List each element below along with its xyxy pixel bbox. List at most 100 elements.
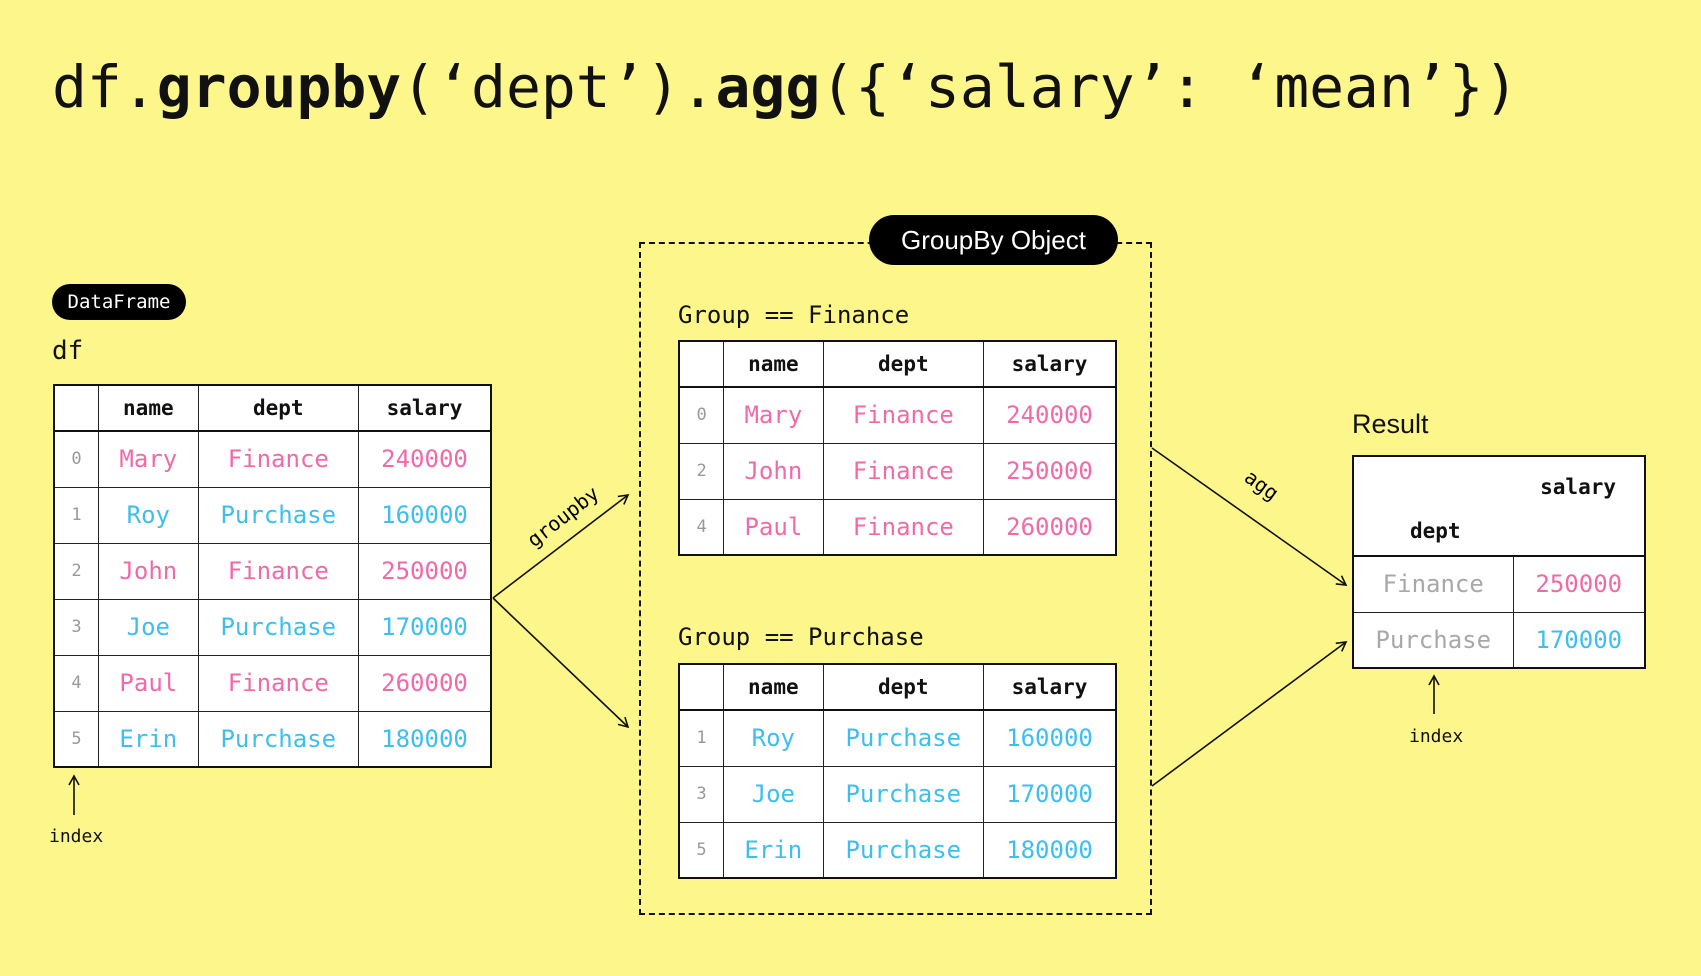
row-index: 2 — [53, 542, 100, 600]
result-table: salary dept Finance 250000 Purchase 1700… — [1352, 455, 1646, 669]
table-row: 4 Paul Finance 260000 — [678, 498, 1117, 556]
table-row: 2 John Finance 250000 — [678, 442, 1117, 500]
table-row: 0 Mary Finance 240000 — [53, 430, 492, 488]
table-row: 1 Roy Purchase 160000 — [53, 486, 492, 544]
table-row: 5 Erin Purchase 180000 — [53, 710, 492, 768]
agg-arrow-label: agg — [1240, 465, 1283, 506]
row-index: 5 — [53, 710, 100, 768]
cell-salary: 170000 — [983, 765, 1117, 823]
result-title: Result — [1352, 409, 1429, 439]
cell-dept: Finance — [822, 386, 984, 444]
column-header: name — [98, 384, 199, 432]
agg-arrow-bottom — [1151, 641, 1348, 787]
row-index: 1 — [678, 709, 725, 767]
table-row: 5 Erin Purchase 180000 — [678, 821, 1117, 879]
agg-arrow-top — [1151, 447, 1348, 586]
column-header: name — [723, 340, 824, 388]
cell-dept: Purchase — [197, 598, 360, 656]
groupby-object-badge: GroupBy Object — [869, 215, 1118, 265]
cell-name: John — [723, 442, 824, 500]
cell-name: Mary — [723, 386, 824, 444]
column-header: salary — [982, 340, 1117, 388]
table-header-row: name dept salary — [53, 384, 492, 432]
groupby-arrow-down — [492, 597, 630, 729]
result-header: salary dept — [1353, 456, 1645, 557]
title-part: df. — [52, 53, 157, 121]
cell-salary: 160000 — [983, 709, 1117, 767]
title-agg: agg — [715, 53, 821, 121]
group-purchase-label: Group == Purchase — [678, 623, 924, 651]
cell-salary: 180000 — [983, 821, 1117, 879]
cell-dept: Purchase — [822, 821, 985, 879]
cell-name: Paul — [98, 654, 199, 712]
column-header: salary — [983, 663, 1117, 711]
cell-name: John — [98, 542, 199, 600]
title-groupby: groupby — [156, 53, 402, 121]
column-header: salary — [1540, 475, 1616, 499]
dataframe-table: name dept salary 0 Mary Finance 240000 1… — [53, 384, 492, 768]
index-header — [678, 340, 725, 388]
cell-dept: Finance — [822, 498, 984, 556]
cell-salary: 240000 — [358, 430, 492, 488]
code-title: df.groupby(‘dept’).agg({‘salary’: ‘mean’… — [52, 58, 1519, 116]
cell-dept-index: Finance — [1352, 555, 1514, 613]
df-variable-name: df — [52, 336, 84, 366]
row-index: 2 — [678, 442, 725, 500]
purchase-group-table: name dept salary 1 Roy Purchase 160000 3… — [678, 663, 1117, 879]
column-header: name — [723, 663, 824, 711]
column-header: dept — [822, 340, 984, 388]
cell-salary: 180000 — [358, 710, 492, 768]
finance-group-table: name dept salary 0 Mary Finance 240000 2… — [678, 340, 1117, 556]
column-header: salary — [358, 384, 492, 432]
table-row: 1 Roy Purchase 160000 — [678, 709, 1117, 767]
cell-name: Roy — [98, 486, 199, 544]
table-row: 3 Joe Purchase 170000 — [53, 598, 492, 656]
cell-salary: 260000 — [358, 654, 492, 712]
title-part: ({‘salary’: ‘mean’}) — [820, 53, 1519, 121]
cell-dept: Finance — [197, 654, 360, 712]
table-row: Finance 250000 — [1352, 555, 1646, 613]
cell-name: Joe — [98, 598, 199, 656]
table-row: 4 Paul Finance 260000 — [53, 654, 492, 712]
cell-dept: Finance — [197, 430, 360, 488]
row-index: 4 — [678, 498, 725, 556]
group-finance-label: Group == Finance — [678, 301, 910, 329]
cell-name: Erin — [98, 710, 199, 768]
cell-dept: Finance — [822, 442, 984, 500]
table-header-row: name dept salary — [678, 340, 1117, 388]
index-label: index — [1409, 726, 1464, 747]
row-index: 5 — [678, 821, 725, 879]
row-index: 3 — [678, 765, 725, 823]
cell-name: Joe — [723, 765, 824, 823]
cell-salary: 250000 — [358, 542, 492, 600]
groupby-arrow-up — [492, 494, 630, 599]
dataframe-badge: DataFrame — [52, 284, 186, 320]
cell-name: Mary — [98, 430, 199, 488]
cell-salary: 170000 — [1512, 611, 1646, 669]
cell-dept: Purchase — [197, 486, 360, 544]
table-header-row: salary dept — [1353, 456, 1645, 557]
index-label: index — [49, 826, 104, 847]
table-row: 3 Joe Purchase 170000 — [678, 765, 1117, 823]
column-header: dept — [197, 384, 360, 432]
groupby-arrow-label: groupby — [522, 481, 603, 552]
row-index: 0 — [678, 386, 725, 444]
column-header: dept — [822, 663, 985, 711]
cell-dept-index: Purchase — [1352, 611, 1514, 669]
cell-salary: 240000 — [982, 386, 1117, 444]
cell-name: Paul — [723, 498, 824, 556]
index-header — [678, 663, 725, 711]
table-header-row: name dept salary — [678, 663, 1117, 711]
cell-dept: Purchase — [822, 765, 985, 823]
cell-name: Roy — [723, 709, 824, 767]
table-row: 0 Mary Finance 240000 — [678, 386, 1117, 444]
cell-dept: Purchase — [822, 709, 985, 767]
index-header — [53, 384, 100, 432]
cell-salary: 250000 — [982, 442, 1117, 500]
title-part: (‘dept’). — [401, 53, 716, 121]
cell-name: Erin — [723, 821, 824, 879]
cell-salary: 260000 — [982, 498, 1117, 556]
table-row: Purchase 170000 — [1352, 611, 1646, 669]
cell-salary: 160000 — [358, 486, 492, 544]
